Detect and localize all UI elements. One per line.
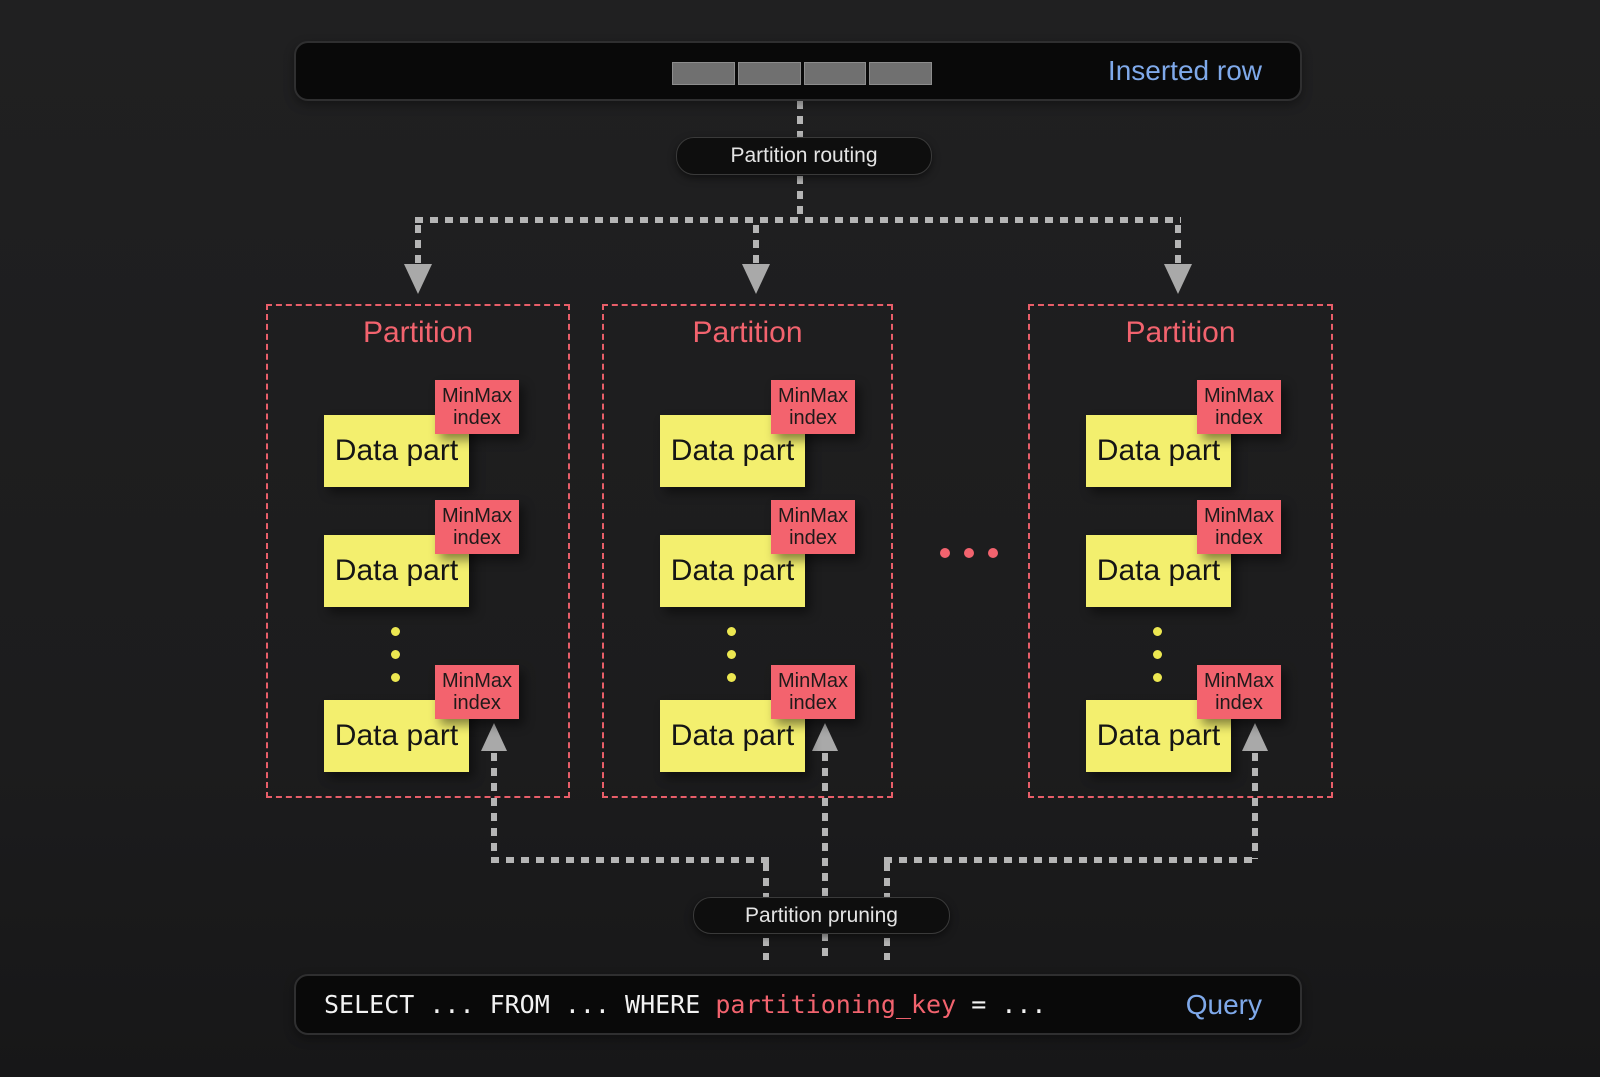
arrow-up-icon	[812, 723, 838, 751]
inserted-row-label: Inserted row	[1107, 55, 1262, 86]
more-parts-ellipsis	[727, 627, 736, 682]
query-partitioning-key: partitioning_key	[715, 990, 957, 1019]
dotted-connector-vertical	[753, 225, 759, 265]
minmax-line2: index	[789, 407, 837, 429]
partition-title: Partition	[362, 316, 474, 349]
dotted-connector-vertical	[1175, 225, 1181, 265]
minmax-line1: MinMax	[1203, 385, 1274, 407]
data-part: Data part	[1086, 535, 1231, 607]
partition-routing-text: Partition routing	[730, 144, 878, 167]
data-part: Data part	[324, 700, 469, 772]
query-bar: SELECT ... FROM ... WHERE partitioning_k…	[294, 974, 1302, 1035]
more-parts-ellipsis	[391, 627, 400, 682]
data-part: Data part	[324, 535, 469, 607]
minmax-line2: index	[453, 692, 501, 714]
dotted-connector-vertical	[797, 101, 803, 138]
dotted-connector-vertical	[415, 225, 421, 265]
minmax-line1: MinMax	[1203, 670, 1274, 692]
data-part: Data part	[1086, 700, 1231, 772]
dotted-connector-vertical	[1252, 753, 1258, 859]
data-part-label: Data part	[334, 719, 459, 752]
more-partitions-ellipsis	[940, 548, 998, 558]
row-segment	[672, 62, 735, 85]
minmax-line1: MinMax	[1203, 505, 1274, 527]
row-segment	[869, 62, 932, 85]
minmax-line2: index	[1215, 527, 1263, 549]
inserted-row-bar: Inserted row	[294, 41, 1302, 101]
query-code-prefix: SELECT ... FROM ... WHERE	[324, 990, 716, 1019]
arrow-up-icon	[481, 723, 507, 751]
minmax-line2: index	[789, 692, 837, 714]
minmax-line1: MinMax	[777, 670, 848, 692]
more-parts-ellipsis	[1153, 627, 1162, 682]
dotted-collector-line	[884, 857, 1258, 863]
minmax-line1: MinMax	[777, 385, 848, 407]
row-segment	[737, 62, 801, 85]
minmax-line2: index	[1215, 692, 1263, 714]
dotted-collector-line	[491, 857, 769, 863]
data-part-label: Data part	[1096, 719, 1221, 752]
partition-routing-label: Partition routing	[676, 137, 932, 175]
minmax-line1: MinMax	[777, 505, 848, 527]
minmax-line1: MinMax	[441, 670, 512, 692]
query-label: Query	[1185, 988, 1262, 1020]
data-part-label: Data part	[670, 434, 795, 467]
data-part-label: Data part	[1096, 554, 1221, 587]
dotted-distributor-line	[415, 217, 1181, 223]
minmax-line1: MinMax	[441, 505, 512, 527]
data-part-label: Data part	[334, 434, 459, 467]
arrow-down-icon	[742, 264, 770, 294]
dotted-connector-vertical	[822, 753, 828, 960]
arrow-down-icon	[404, 264, 432, 294]
partition-pruning-label: Partition pruning	[693, 897, 950, 934]
partition-title: Partition	[1125, 316, 1236, 349]
arrow-up-icon	[1242, 723, 1268, 751]
minmax-line2: index	[1215, 407, 1263, 429]
minmax-line2: index	[789, 527, 837, 549]
row-segment	[803, 62, 867, 85]
dotted-connector-vertical	[491, 753, 497, 859]
dotted-connector-vertical	[797, 176, 803, 220]
data-part-label: Data part	[334, 554, 459, 587]
data-part-label: Data part	[1096, 434, 1221, 467]
data-part-label: Data part	[670, 554, 795, 587]
minmax-line2: index	[453, 407, 501, 429]
partition-title: Partition	[692, 316, 803, 349]
minmax-line2: index	[453, 527, 501, 549]
data-part-label: Data part	[670, 719, 795, 752]
row-segments	[672, 62, 932, 85]
query-code-suffix: = ...	[956, 990, 1047, 1019]
arrow-down-icon	[1164, 264, 1192, 294]
partition-pruning-text: Partition pruning	[745, 903, 898, 927]
minmax-line1: MinMax	[441, 385, 512, 407]
